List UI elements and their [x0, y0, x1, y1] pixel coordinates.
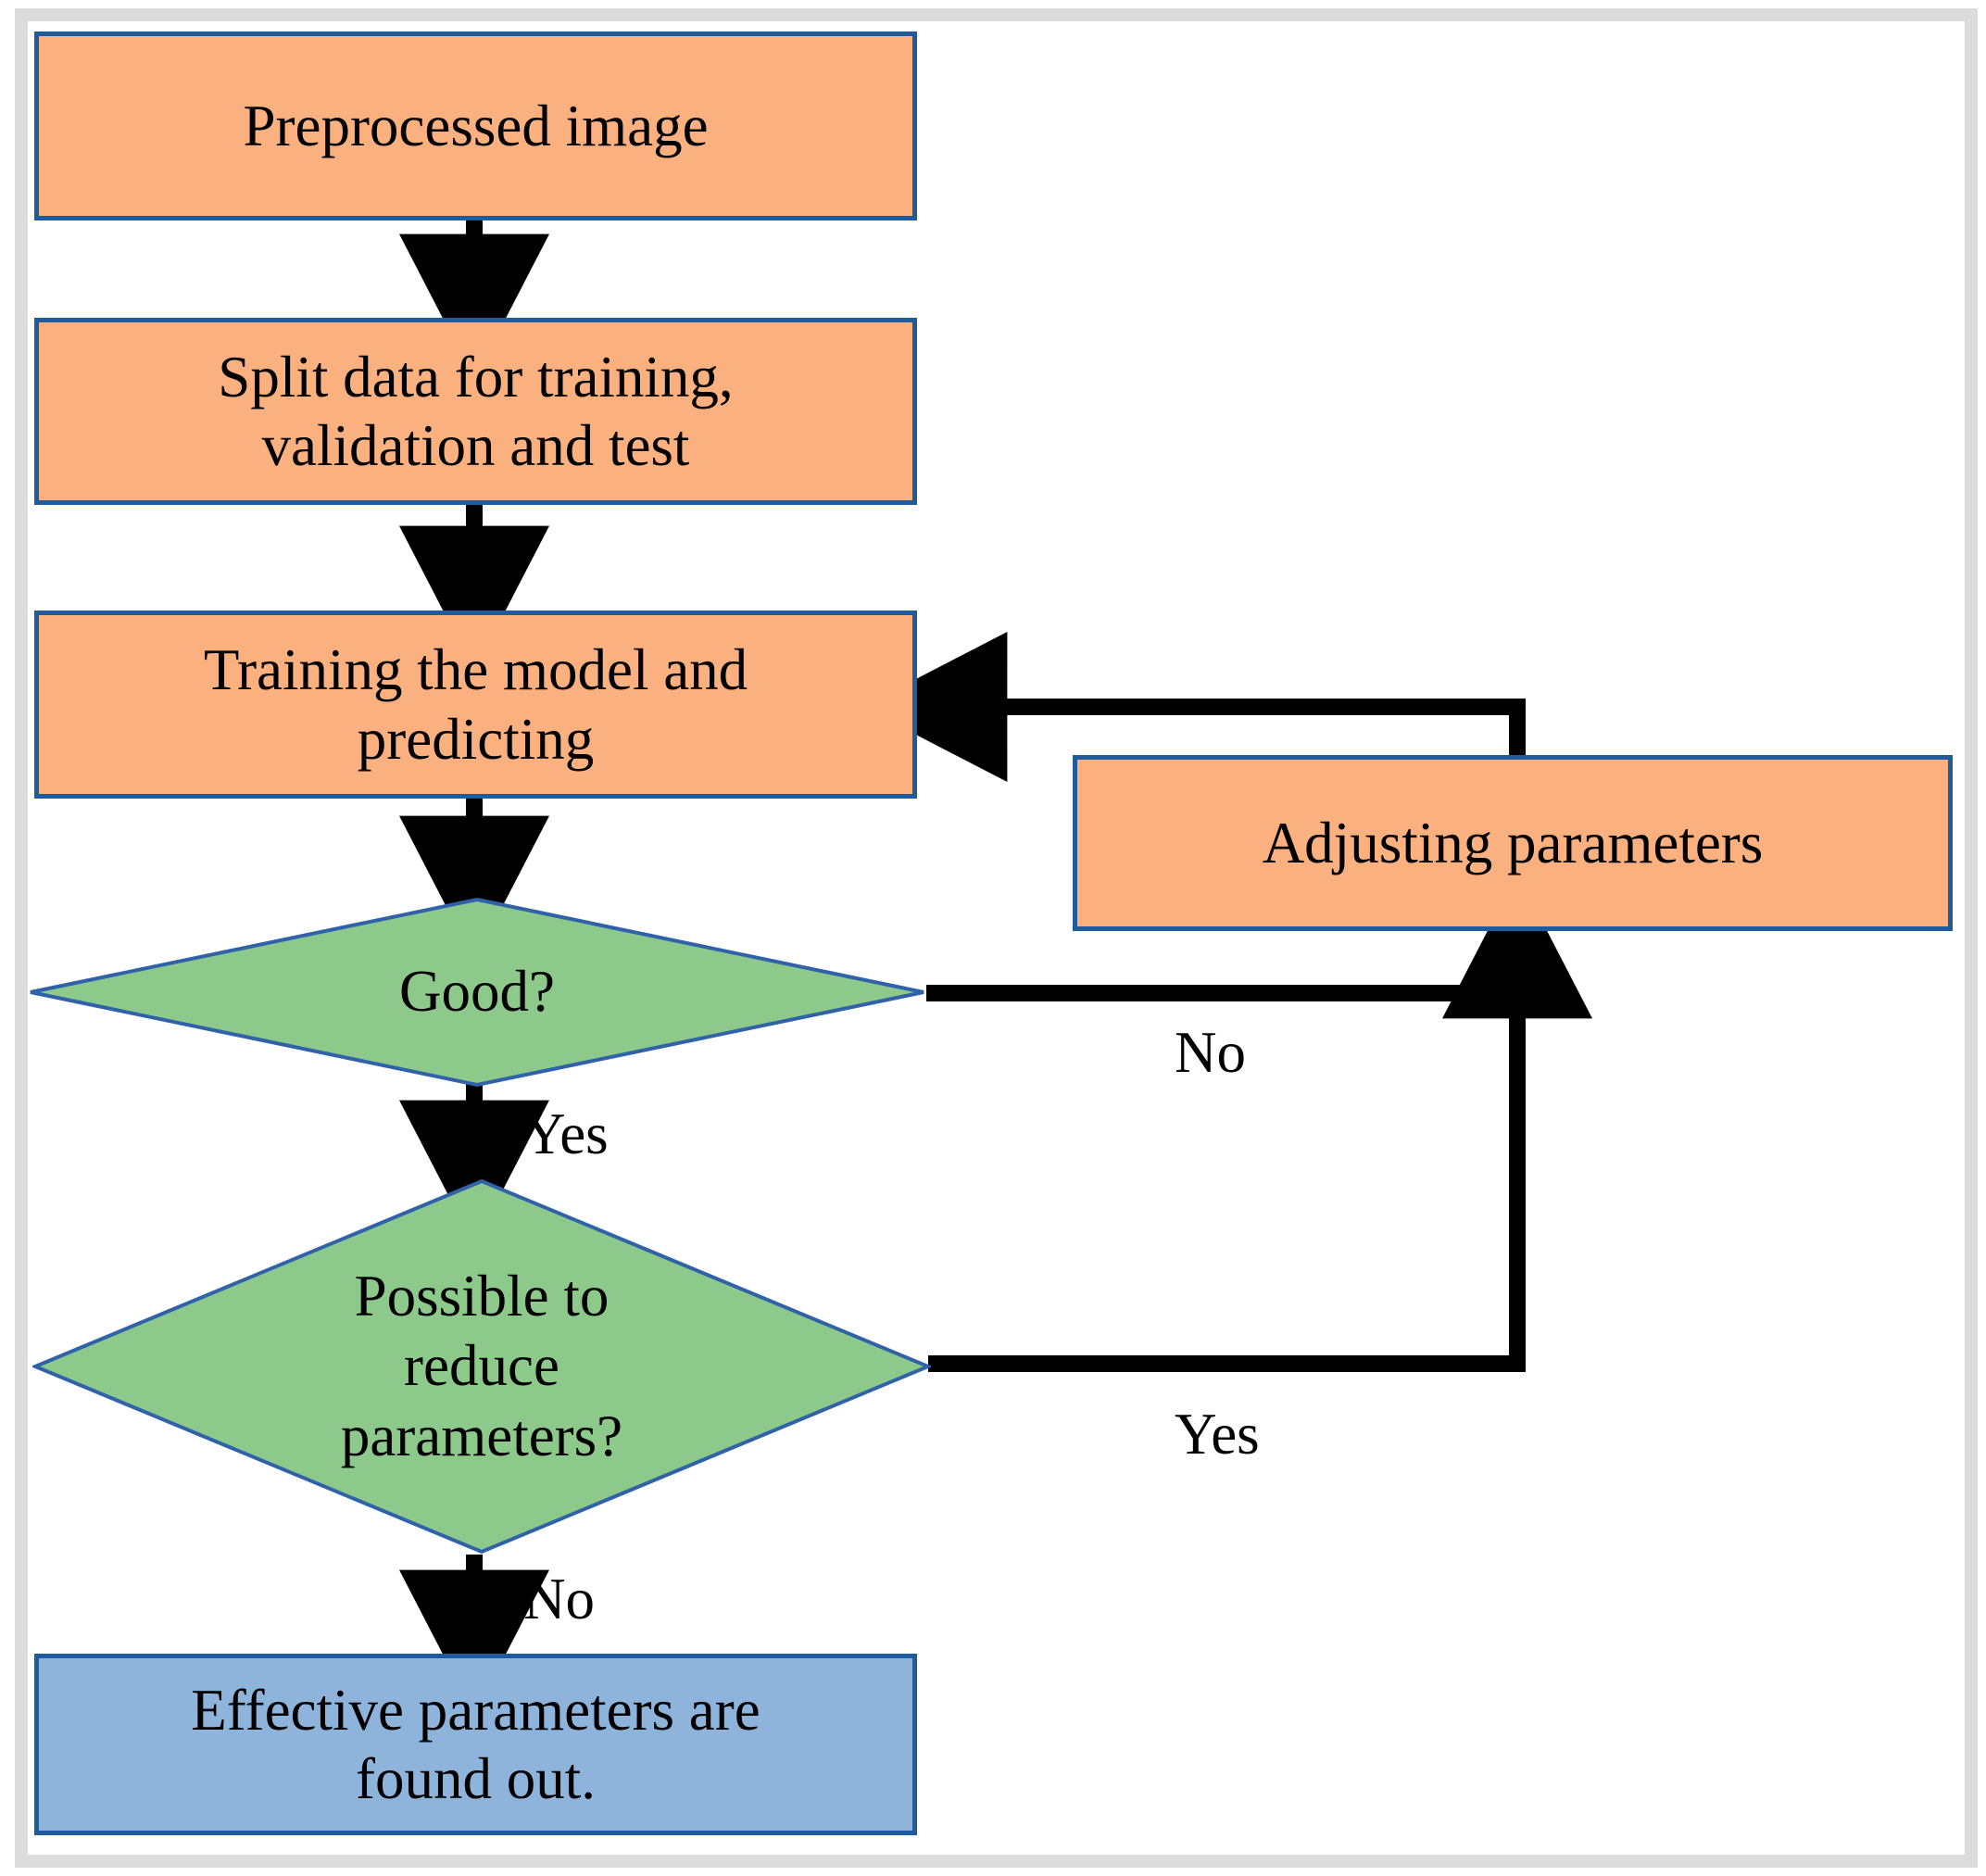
node-label-split-data: Split data for training, validation and … — [218, 343, 733, 481]
edge-label-good-yes: Yes — [523, 1102, 609, 1166]
edge-label-reduce-yes: Yes — [1175, 1402, 1260, 1467]
node-adjusting-parameters[interactable]: Adjusting parameters — [1073, 755, 1953, 931]
node-label-reduce-parameters: Possible to reduce parameters? — [203, 1262, 760, 1472]
node-label-reduce-line2: reduce — [404, 1333, 559, 1399]
node-label-train-predict-line2: predicting — [357, 706, 595, 772]
diamond-shape-good — [28, 897, 926, 1088]
node-label-reduce-line3: parameters? — [340, 1403, 623, 1468]
node-label-effective-line1: Effective parameters are — [191, 1677, 760, 1743]
node-label-split-data-line2: validation and test — [261, 413, 690, 478]
edge-adjusting-to-train — [861, 632, 1526, 782]
node-label-reduce-line1: Possible to — [354, 1263, 610, 1328]
node-label-effective-line2: found out. — [356, 1746, 596, 1811]
node-reduce-parameters[interactable]: Possible to reduce parameters? — [32, 1178, 931, 1555]
node-label-preprocessed-image: Preprocessed image — [243, 93, 709, 158]
node-label-train-predict: Training the model and predicting — [204, 636, 748, 774]
diamond-shape-reduce-parameters — [32, 1178, 931, 1555]
node-label-train-predict-line1: Training the model and — [203, 637, 748, 703]
node-split-data[interactable]: Split data for training, validation and … — [34, 318, 917, 505]
node-preprocessed-image[interactable]: Preprocessed image — [34, 31, 917, 220]
node-good[interactable]: Good? — [28, 897, 926, 1088]
node-train-predict[interactable]: Training the model and predicting — [34, 611, 917, 799]
edge-label-reduce-no: No — [523, 1567, 595, 1631]
node-label-adjusting-parameters: Adjusting parameters — [1262, 810, 1764, 875]
node-effective-parameters[interactable]: Effective parameters are found out. — [34, 1654, 917, 1835]
node-label-good: Good? — [399, 959, 555, 1025]
node-label-effective-parameters: Effective parameters are found out. — [191, 1676, 760, 1814]
node-label-split-data-line1: Split data for training, — [218, 344, 734, 409]
edge-label-good-no: No — [1175, 1020, 1246, 1085]
edge-good-no-to-adjusting — [926, 873, 1592, 1019]
